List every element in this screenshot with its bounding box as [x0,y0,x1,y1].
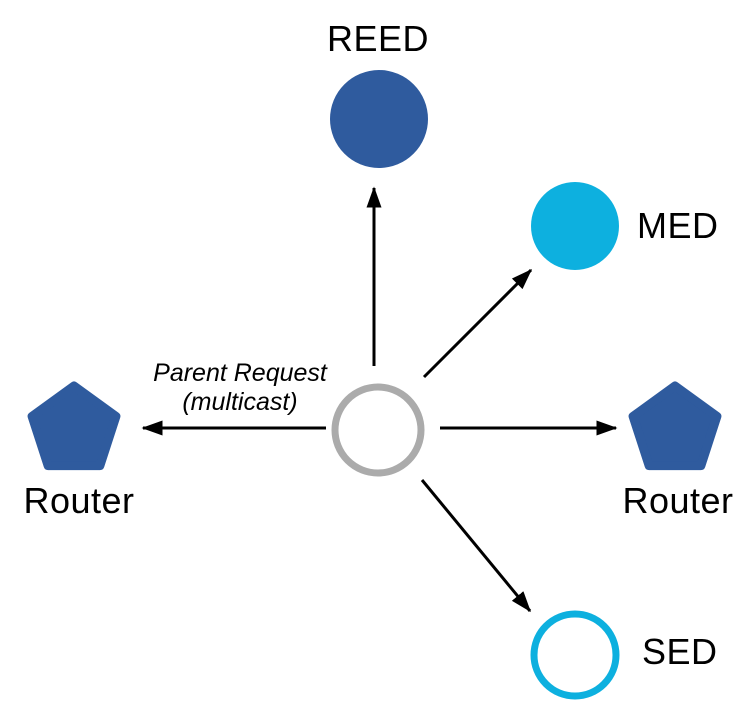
sed-label: SED [642,631,718,672]
arrow-to-sed [420,479,532,613]
sed-node-circle [530,610,620,700]
med-node-circle [531,182,619,270]
edge-annotation-line1: Parent Request [153,359,327,387]
center-node-circle [331,383,425,477]
edge-annotation-line2: (multicast) [182,388,298,416]
router-left-pentagon [27,381,121,471]
edge-annotation: Parent Request (multicast) [153,359,327,417]
multicast-arrows [141,186,618,613]
arrow-to-med [422,268,533,379]
reed-label: REED [326,18,430,59]
router-right-pentagon [628,381,722,471]
router-left-label: Router [23,480,135,521]
reed-node-circle [330,70,428,168]
med-label: MED [637,205,719,246]
router-right-label: Router [622,480,734,521]
